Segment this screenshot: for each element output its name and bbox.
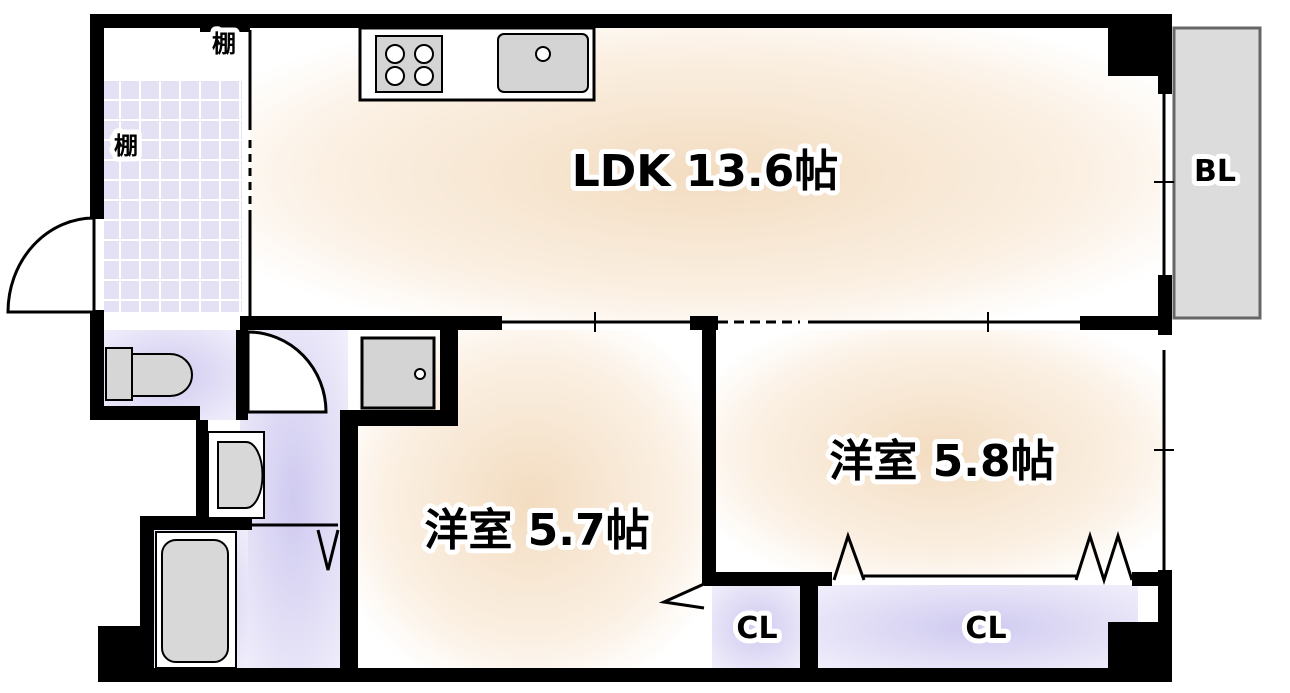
sink-icon (497, 33, 589, 93)
closet-large-label: CL (965, 611, 1006, 646)
ldk-label: LDK 13.6帖 (572, 146, 839, 197)
partition-lines (242, 30, 1166, 570)
western-b-door (658, 582, 705, 610)
walls (90, 14, 1172, 682)
bath-door (316, 529, 340, 571)
washbasin-icon (207, 431, 265, 519)
closet-small-label: CL (736, 611, 777, 646)
balcony-label: BL (1194, 154, 1236, 189)
shelf-side-label: 棚 (114, 132, 138, 160)
toilet-door (246, 330, 328, 414)
entrance-door (6, 216, 96, 314)
shelf-top-label: 棚 (212, 30, 236, 58)
stove-icon (375, 35, 443, 93)
closet-folding-doors (832, 531, 1134, 585)
toilet-icon (105, 347, 193, 401)
western-b-label: 洋室 5.7帖 (424, 505, 649, 556)
washer-icon (360, 336, 436, 410)
sliding-door-marks (594, 181, 1174, 451)
balcony-floor (1172, 26, 1262, 320)
kitchen-counter (358, 26, 596, 102)
entry-tile (104, 80, 242, 312)
closet-small-floor (712, 585, 802, 670)
western-a-label: 洋室 5.8帖 (829, 436, 1054, 487)
bathtub-icon (155, 531, 237, 669)
closet-large-floor (818, 585, 1138, 670)
